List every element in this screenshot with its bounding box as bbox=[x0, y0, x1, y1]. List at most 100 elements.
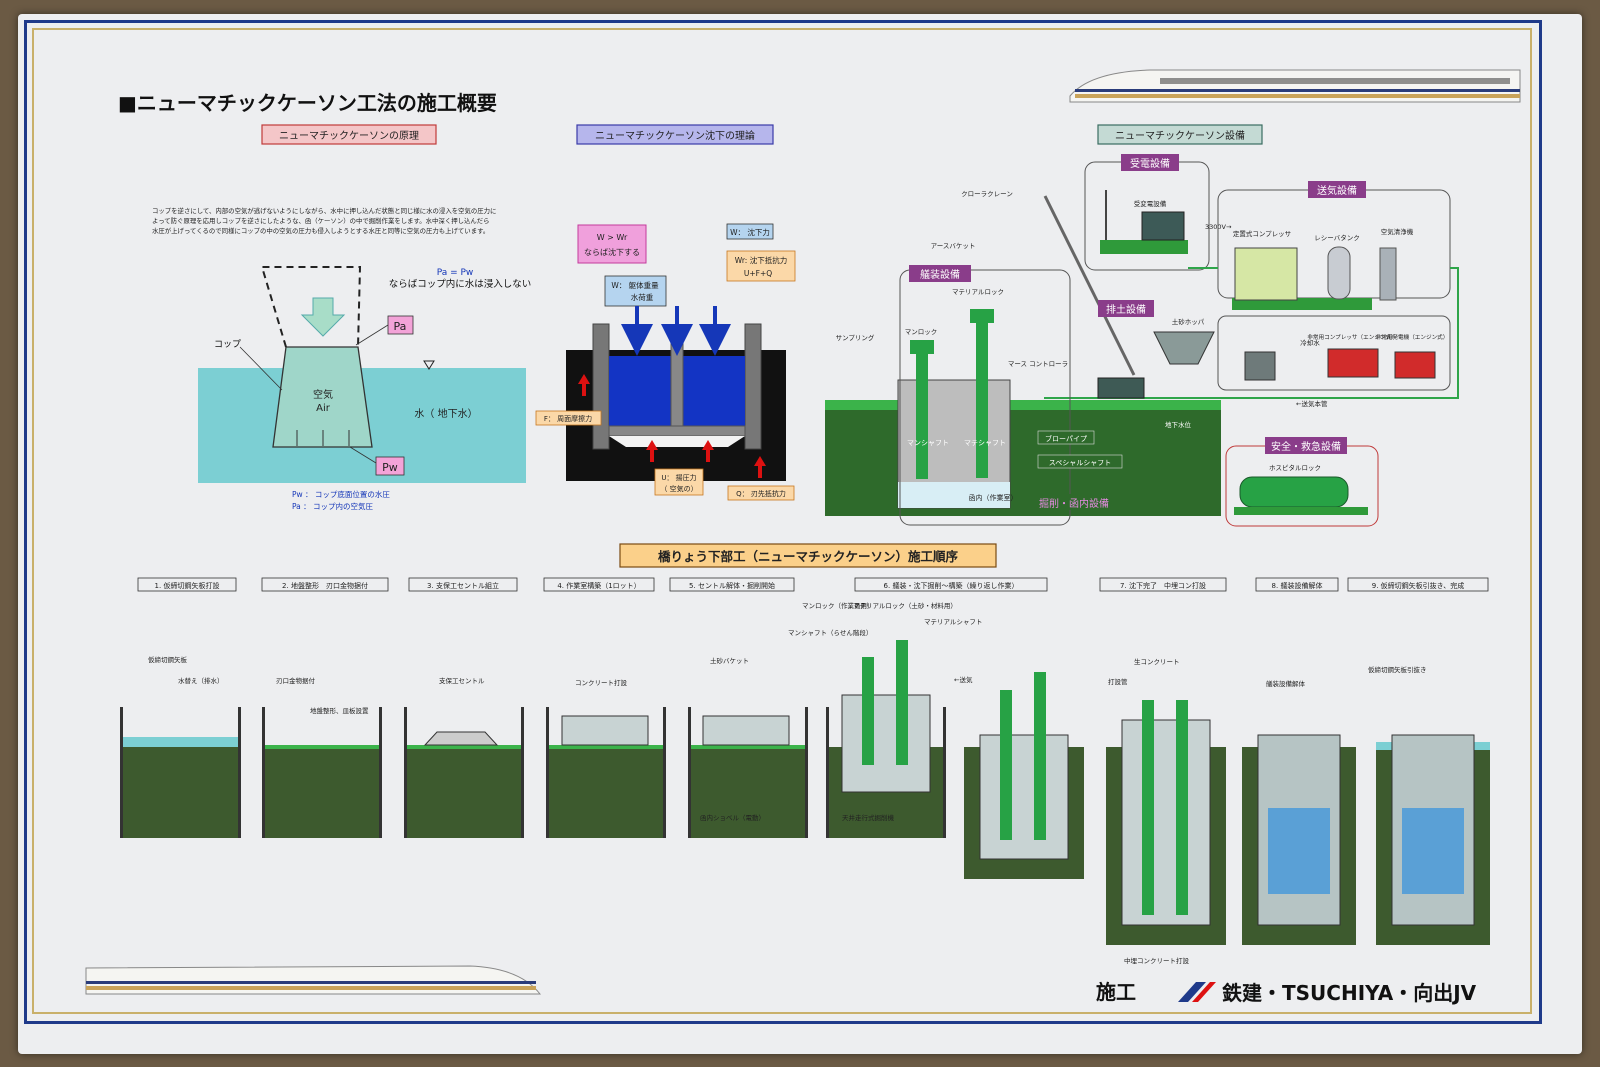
friction-box bbox=[535, 410, 602, 426]
discharge-tag bbox=[1098, 300, 1154, 317]
step-1: 1. 仮締切鋼矢板打設 bbox=[155, 581, 220, 590]
equation: Pa = Pw bbox=[437, 268, 474, 278]
substation-label: 受変電設備 bbox=[1134, 199, 1167, 208]
note-fill-concrete: 中埋コンクリート打設 bbox=[1124, 956, 1190, 965]
equation-note: ならばコップ内に水は浸入しない bbox=[389, 278, 532, 290]
sampling-label: サンプリング bbox=[836, 333, 875, 342]
discharge-label: 排土設備 bbox=[1106, 303, 1146, 316]
sequence-header: 橋りょう下部工（ニューマチックケーソン）施工順序 bbox=[658, 549, 959, 564]
equipment-header-box bbox=[1097, 124, 1263, 145]
push-arrow-icon bbox=[300, 297, 346, 337]
blow-pipe-label: ブローパイプ bbox=[1045, 434, 1087, 443]
note-shovel: 函内ショベル（電動） bbox=[700, 813, 765, 822]
working-chamber bbox=[609, 436, 745, 447]
emergency-gen-label: 非常用発電機（エンジン式） bbox=[1376, 333, 1449, 341]
air-label: 空気 bbox=[313, 388, 333, 401]
safety-label: 安全・救急設備 bbox=[1271, 440, 1341, 453]
step-7: 7. 沈下完了 中埋コン打設 bbox=[1120, 581, 1206, 590]
chamber-label: 函内（作業室） bbox=[969, 493, 1018, 502]
note-matshaft: マテリアルシャフト bbox=[924, 618, 982, 626]
note-soil-bucket: 土砂バケット bbox=[710, 656, 749, 665]
hospital-lock bbox=[1239, 476, 1349, 508]
friction-label: F： 周面摩擦力 bbox=[544, 414, 592, 423]
step-8: 8. 艤装設備解体 bbox=[1272, 581, 1323, 590]
page-title: ■ニューマチックケーソン工法の施工概要 bbox=[118, 91, 497, 115]
outfitting-group bbox=[899, 269, 1071, 526]
note-manlock: マンロック（作業員用） bbox=[802, 601, 874, 610]
outfitting-tag bbox=[909, 265, 971, 282]
groundwater-label: 地下水位 bbox=[1165, 420, 1192, 429]
uplift-box bbox=[654, 468, 704, 496]
note-manshaft: マンシャフト（らせん階段） bbox=[788, 628, 872, 637]
weight-box bbox=[604, 275, 667, 307]
condition-box bbox=[577, 224, 647, 264]
man-shaft-label: マンシャフト bbox=[907, 439, 949, 447]
step-4: 4. 作業室構築（1ロット） bbox=[557, 581, 640, 590]
uplift-label-2: （ 空気の） bbox=[660, 484, 697, 493]
force-legend: W： 沈下力 bbox=[730, 227, 770, 237]
shinkansen-train-top bbox=[1069, 69, 1521, 103]
principle-desc-1: コップを逆さにして、内部の空気が逃げないようにしながら、水中に押し込んだ状態と同… bbox=[152, 206, 496, 215]
air-supply-label: 送気設備 bbox=[1317, 184, 1357, 197]
special-shaft-label: スペシャルシャフト bbox=[1049, 459, 1112, 467]
theory-header-box bbox=[576, 124, 774, 145]
air-supply-tag bbox=[1308, 181, 1366, 198]
mass-controller-label: マース コントローラ bbox=[1008, 360, 1068, 368]
note-ceiling-excavator: 天井走行式掘削機 bbox=[842, 813, 895, 822]
emergency-comp-label: 非常用コンプレッサ（エンジン式） bbox=[1307, 333, 1396, 341]
principle-desc-3: 水圧が上げってくるので同様にコップの中の空気の圧力も侵入しようとする水圧と同等に… bbox=[152, 226, 489, 235]
ground-section bbox=[825, 402, 1221, 516]
force-legend-box bbox=[726, 223, 774, 240]
main-pipe-label: ←送気本管 bbox=[1296, 399, 1328, 408]
excavation-label: 掘削・函内設備 bbox=[1039, 497, 1109, 510]
cup-label: コップ bbox=[214, 339, 241, 350]
mat-shaft-label: マテシャフト bbox=[964, 439, 1006, 447]
sequence-panels bbox=[120, 640, 1490, 945]
footer-company: 鉄建・TSUCHIYA・向出JV bbox=[1222, 981, 1477, 1005]
note-concrete-pour: コンクリート打設 bbox=[575, 678, 628, 687]
note-sheet-pile: 仮締切鋼矢板 bbox=[148, 655, 188, 664]
man-lock-label: マンロック bbox=[905, 328, 938, 336]
water-level-icon bbox=[423, 360, 435, 370]
theory-header: ニューマチックケーソン沈下の理論 bbox=[595, 129, 755, 142]
resistance-legend-box bbox=[726, 250, 796, 282]
note-centle: 支保工セントル bbox=[439, 676, 485, 685]
emergency-group bbox=[1217, 315, 1451, 391]
bucket-label: アースバケット bbox=[931, 242, 976, 250]
note-air-feed: ←送気 bbox=[954, 675, 973, 684]
hospital-lock-label: ホスピタルロック bbox=[1269, 463, 1321, 472]
compressor-label: 定置式コンプレッサ bbox=[1233, 229, 1291, 238]
note-tremie: 打設管 bbox=[1108, 677, 1128, 686]
board-frame-inner bbox=[32, 28, 1532, 1014]
receiver-label: レシーバタンク bbox=[1314, 233, 1359, 242]
company-logo bbox=[1178, 982, 1206, 1002]
principle-header: ニューマチックケーソンの原理 bbox=[279, 130, 419, 142]
edge-box bbox=[727, 485, 795, 501]
crawler-crane bbox=[1097, 377, 1145, 399]
note-pile-removal: 仮締切鋼矢板引抜き bbox=[1368, 665, 1427, 674]
material-lock-label: マテリアルロック bbox=[952, 288, 1004, 296]
resistance-legend-2: U+F+Q bbox=[744, 269, 772, 278]
note-matlock: マテリアルロック（土砂・材料用） bbox=[853, 601, 957, 610]
safety-tag bbox=[1265, 437, 1347, 454]
step-3: 3. 支保工セントル組立 bbox=[427, 581, 499, 590]
step-2: 2. 地盤整形 刃口金物据付 bbox=[282, 581, 368, 590]
power-label: 受電設備 bbox=[1130, 157, 1170, 170]
note-water: 水替え（排水） bbox=[178, 676, 224, 685]
pw-badge bbox=[375, 456, 405, 476]
step-6: 6. 艤装・沈下掘削～構築（繰り返し作業） bbox=[884, 581, 1019, 590]
air-cleaner-label: 空気清浄機 bbox=[1381, 227, 1414, 236]
hopper-label: 土砂ホッパ bbox=[1172, 317, 1205, 326]
outfitting-label: 艤装設備 bbox=[920, 268, 960, 281]
soil-hopper bbox=[1153, 331, 1215, 365]
step-labels: 1. 仮締切鋼矢板打設 2. 地盤整形 刃口金物据付 3. 支保工セントル組立 … bbox=[137, 577, 1489, 592]
power-tag bbox=[1121, 154, 1179, 171]
uplift-label-1: U： 揚圧力 bbox=[661, 473, 696, 482]
note-fresh-concrete: 生コンクリート bbox=[1134, 657, 1180, 666]
sequence-header-box bbox=[619, 543, 997, 568]
legend-pa: Pa ： コップ内の空気圧 bbox=[292, 501, 374, 511]
note-ground: 地盤整形、皿板設置 bbox=[310, 706, 369, 715]
footer-label: 施工 bbox=[1096, 980, 1136, 1004]
condition-1: W > Wr bbox=[597, 233, 628, 242]
pw-label: Pw bbox=[382, 461, 398, 474]
